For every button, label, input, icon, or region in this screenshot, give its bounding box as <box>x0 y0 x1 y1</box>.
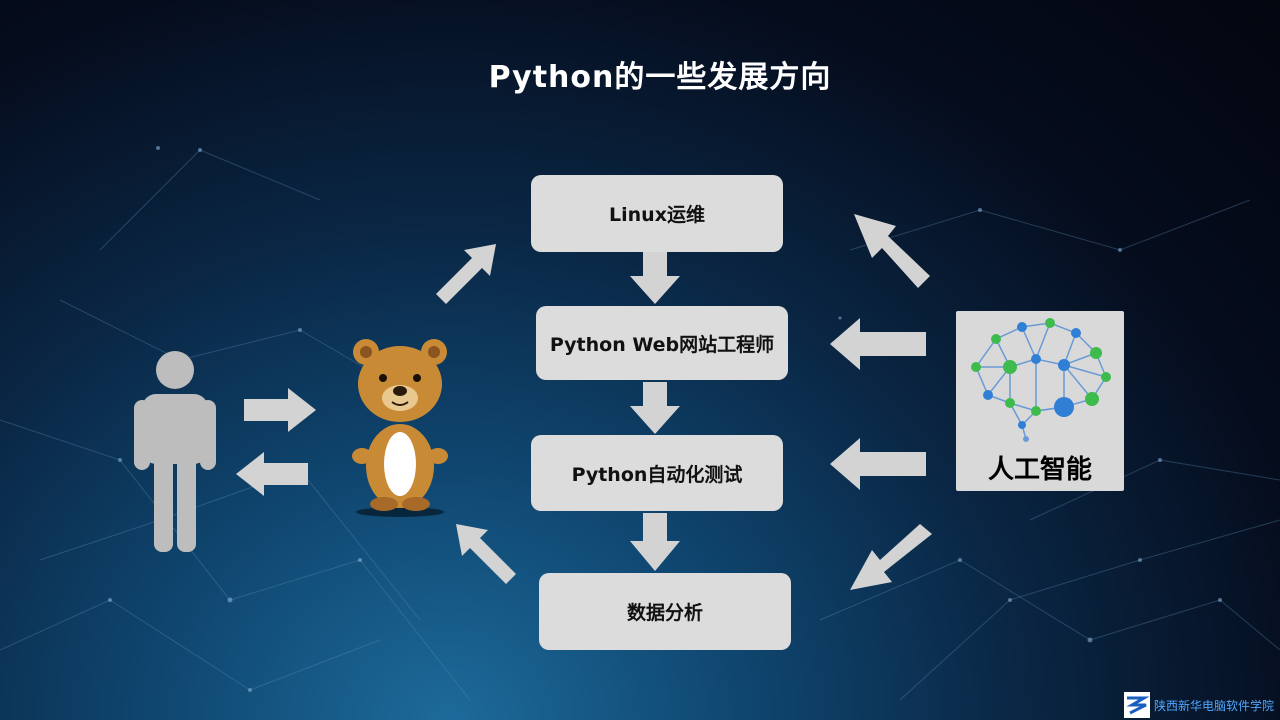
school-footer: 陕西新华电脑软件学院 <box>1124 690 1280 720</box>
page-title: Python的一些发展方向 <box>488 60 832 95</box>
box-python-web-engineer-label: Python Web网站工程师 <box>549 333 775 356</box>
box-linux-ops: Linux运维 <box>531 175 783 252</box>
arrow-down-web-to-test <box>630 382 680 434</box>
ai-panel: 人工智能 <box>956 311 1124 491</box>
box-data-analysis: 数据分析 <box>539 573 791 650</box>
arrow-ai-to-linux <box>854 214 930 288</box>
arrow-bear-to-linux <box>436 244 496 304</box>
brain-network-icon <box>971 318 1111 442</box>
arrow-left-to-person <box>236 452 308 496</box>
box-python-web-engineer: Python Web网站工程师 <box>536 306 788 380</box>
person-icon <box>134 351 216 552</box>
arrow-ai-to-web <box>830 318 926 370</box>
bear-mascot-icon <box>352 339 448 517</box>
box-linux-ops-label: Linux运维 <box>609 204 705 226</box>
box-data-analysis-label: 数据分析 <box>626 602 703 624</box>
box-python-automation-testing: Python自动化测试 <box>531 435 783 511</box>
school-footer-text: 陕西新华电脑软件学院 <box>1154 698 1275 713</box>
arrow-ai-to-data <box>850 524 932 590</box>
arrow-data-to-bear <box>456 524 516 584</box>
box-python-automation-testing-label: Python自动化测试 <box>571 463 743 486</box>
arrow-down-test-to-data <box>630 513 680 571</box>
arrow-right-to-bear <box>244 388 316 432</box>
arrow-down-linux-to-web <box>630 252 680 304</box>
arrow-ai-to-test <box>830 438 926 490</box>
school-logo-icon <box>1124 692 1150 718</box>
ai-label: 人工智能 <box>987 455 1092 485</box>
